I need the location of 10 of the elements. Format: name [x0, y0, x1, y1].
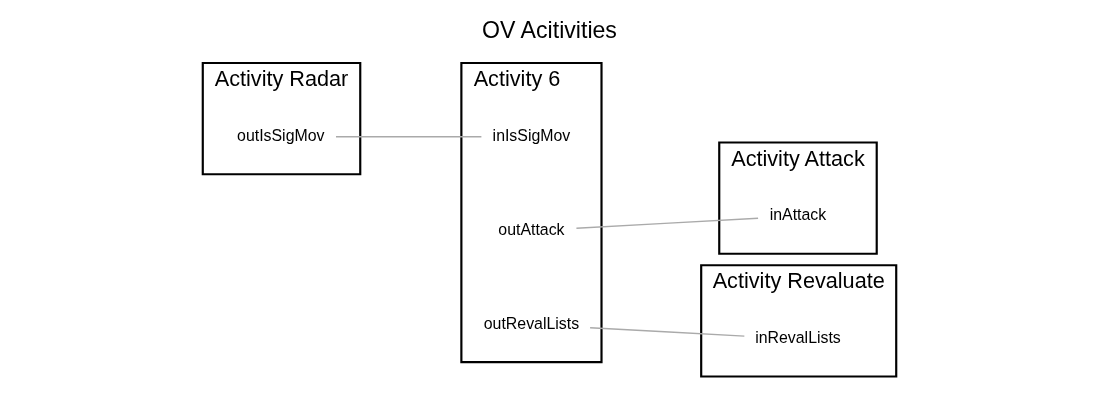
node-text: outRevalLists	[483, 314, 579, 332]
node-text: inAttack	[769, 206, 826, 224]
connector	[588, 326, 745, 337]
node-text: outAttack	[497, 220, 565, 238]
node-text: inIsSigMov	[492, 126, 570, 144]
connector	[575, 217, 759, 229]
node-text: outIsSigMov	[236, 126, 324, 144]
connector	[334, 136, 482, 138]
diagram-title: OV Acitivities	[481, 17, 617, 44]
node-text: inRevalLists	[754, 329, 841, 347]
